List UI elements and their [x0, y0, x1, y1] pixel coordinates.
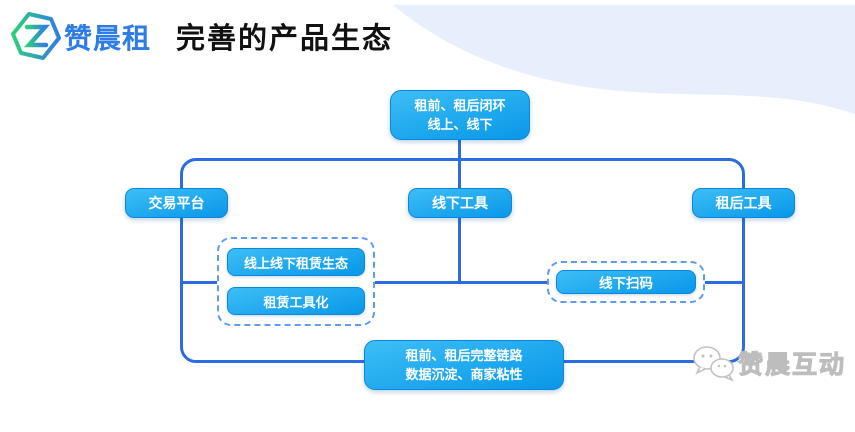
connector-middle-horizontal: [182, 281, 743, 284]
group-offline-scan: 线下扫码: [547, 261, 705, 303]
brand-logo-icon: [11, 12, 61, 60]
watermark-label: 赞晨互动: [737, 351, 847, 380]
connector-top-vertical: [458, 138, 461, 160]
node-complete-chain-line2: 数据沉淀、商家粘性: [405, 367, 523, 382]
node-closed-loop-line1: 租前、租后闭环: [414, 98, 506, 113]
node-rental-tooling: 租赁工具化: [227, 287, 365, 315]
node-online-offline-rental-ecosystem: 线上线下租赁生态: [227, 248, 365, 276]
wave-decoration-shape: [393, 5, 855, 114]
node-trading-platform: 交易平台: [125, 188, 228, 218]
watermark: 赞晨互动: [692, 344, 846, 382]
chat-bubbles-icon: [693, 346, 734, 382]
node-post-rental-tools: 租后工具: [692, 188, 795, 218]
node-offline-tools: 线下工具: [408, 188, 512, 218]
page-title: 完善的产品生态: [176, 23, 394, 55]
node-complete-chain-line1: 租前、租后完整链路: [405, 348, 523, 363]
node-closed-loop: 租前、租后闭环 线上、线下: [390, 90, 530, 140]
connector-center-vertical: [458, 160, 461, 283]
node-offline-scan-code: 线下扫码: [556, 270, 696, 294]
brand-logotype: 赞晨租: [64, 23, 152, 54]
node-complete-chain: 租前、租后完整链路 数据沉淀、商家粘性: [364, 340, 564, 390]
group-rental-ecosystem: 线上线下租赁生态 租赁工具化: [217, 237, 375, 326]
node-closed-loop-line2: 线上、线下: [427, 117, 493, 132]
